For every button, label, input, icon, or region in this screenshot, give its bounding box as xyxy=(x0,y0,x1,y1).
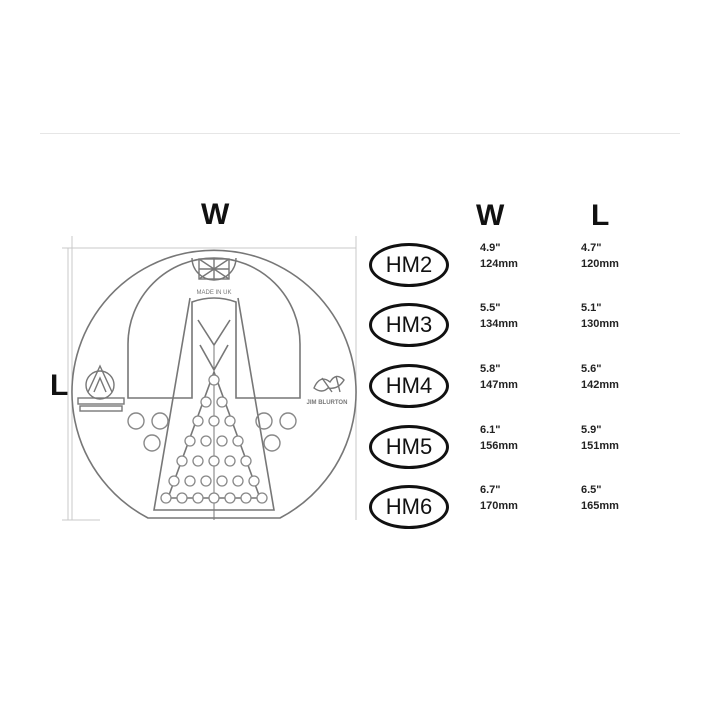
width-mm: 124mm xyxy=(480,258,518,270)
made-in-uk-stamp: MADE IN UK xyxy=(196,290,231,296)
length-mm: 142mm xyxy=(581,379,619,391)
triangle-holes xyxy=(160,374,268,504)
length-mm: 130mm xyxy=(581,318,619,330)
length-mm: 120mm xyxy=(581,258,619,270)
hole xyxy=(192,455,204,467)
hole xyxy=(279,412,297,430)
length-value: 5.1" 130mm xyxy=(581,300,619,332)
hole xyxy=(256,492,268,504)
side-holes xyxy=(127,412,297,452)
length-inches: 4.7" xyxy=(581,242,602,254)
hole xyxy=(151,412,169,430)
hole xyxy=(184,435,196,447)
spine-chevron-upper xyxy=(197,319,231,347)
hole xyxy=(160,492,172,504)
hole xyxy=(208,415,220,427)
size-row-hm3: HM3 5.5" 134mm 5.1" 130mm xyxy=(369,300,689,349)
width-inches: 6.1" xyxy=(480,424,501,436)
width-inches: 4.9" xyxy=(480,242,501,254)
width-value: 6.7" 170mm xyxy=(480,482,518,514)
hole xyxy=(240,455,252,467)
length-inches: 5.1" xyxy=(581,302,602,314)
hole xyxy=(208,455,220,467)
width-value: 5.8" 147mm xyxy=(480,361,518,393)
hole xyxy=(184,475,196,487)
hole xyxy=(143,434,161,452)
hole xyxy=(263,434,281,452)
length-inches: 5.9" xyxy=(581,424,602,436)
hole xyxy=(248,475,260,487)
width-value: 6.1" 156mm xyxy=(480,422,518,454)
brand-name-label: JIM BLURTON xyxy=(307,400,348,406)
width-mm: 156mm xyxy=(480,440,518,452)
length-value: 5.9" 151mm xyxy=(581,422,619,454)
length-value: 6.5" 165mm xyxy=(581,482,619,514)
hole xyxy=(208,374,220,386)
union-flag-emblem xyxy=(191,257,237,281)
hole xyxy=(224,492,236,504)
inner-cutout xyxy=(127,257,301,399)
width-inches: 6.7" xyxy=(480,484,501,496)
hole xyxy=(255,412,273,430)
length-inches: 5.6" xyxy=(581,363,602,375)
mountain-logo-icon xyxy=(77,364,125,412)
length-mm: 165mm xyxy=(581,500,619,512)
disc-outline xyxy=(71,249,357,519)
length-mm: 151mm xyxy=(581,440,619,452)
width-mm: 134mm xyxy=(480,318,518,330)
hole xyxy=(200,435,212,447)
table-header-width: W xyxy=(476,199,505,232)
model-badge: HM5 xyxy=(369,425,449,469)
hole xyxy=(127,412,145,430)
table-header-length: L xyxy=(591,199,610,232)
model-badge: HM6 xyxy=(369,485,449,529)
hole xyxy=(216,435,228,447)
width-value: 4.9" 124mm xyxy=(480,240,518,272)
hole xyxy=(168,475,180,487)
hole xyxy=(200,396,212,408)
top-divider xyxy=(40,133,680,134)
size-row-hm6: HM6 6.7" 170mm 6.5" 165mm xyxy=(369,482,689,531)
hole xyxy=(224,455,236,467)
hole xyxy=(240,492,252,504)
size-row-hm4: HM4 5.8" 147mm 5.6" 142mm xyxy=(369,361,689,410)
width-value: 5.5" 134mm xyxy=(480,300,518,332)
width-inches: 5.5" xyxy=(480,302,501,314)
hole xyxy=(216,396,228,408)
model-badge: HM4 xyxy=(369,364,449,408)
width-inches: 5.8" xyxy=(480,363,501,375)
model-badge: HM2 xyxy=(369,243,449,287)
hole xyxy=(224,415,236,427)
length-value: 5.6" 142mm xyxy=(581,361,619,393)
brand-mark-icon xyxy=(313,375,345,393)
width-mm: 170mm xyxy=(480,500,518,512)
hole xyxy=(200,475,212,487)
length-value: 4.7" 120mm xyxy=(581,240,619,272)
hole xyxy=(192,492,204,504)
hole xyxy=(176,455,188,467)
hole xyxy=(208,492,220,504)
width-mm: 147mm xyxy=(480,379,518,391)
size-row-hm2: HM2 4.9" 124mm 4.7" 120mm xyxy=(369,240,689,289)
width-dimension-label: W xyxy=(201,198,230,231)
hole xyxy=(176,492,188,504)
size-row-hm5: HM5 6.1" 156mm 5.9" 151mm xyxy=(369,422,689,471)
hole xyxy=(192,415,204,427)
length-inches: 6.5" xyxy=(581,484,602,496)
hole xyxy=(232,435,244,447)
model-badge: HM3 xyxy=(369,303,449,347)
hole xyxy=(216,475,228,487)
hole xyxy=(232,475,244,487)
length-dimension-label: L xyxy=(50,369,69,402)
